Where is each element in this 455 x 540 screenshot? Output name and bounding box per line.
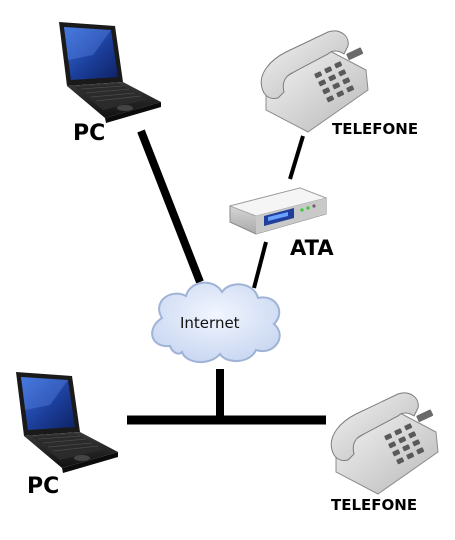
laptop-icon — [58, 21, 162, 124]
ata-label: ATA — [290, 236, 334, 260]
connection-lines — [127, 129, 326, 425]
internet-label: Internet — [180, 314, 240, 332]
telefone-bottom-label: TELEFONE — [331, 496, 418, 514]
link-pc-top-internet — [137, 129, 204, 284]
pc-bottom-label: PC — [27, 474, 60, 499]
pc-top-label: PC — [73, 121, 106, 146]
link-ata-internet — [252, 241, 268, 289]
desk-phone-icon — [260, 30, 369, 133]
laptop-icon — [15, 371, 119, 474]
cloud-icon — [151, 281, 281, 363]
link-telefone-ata — [288, 135, 305, 180]
desk-phone-icon — [330, 392, 439, 495]
ata-adapter-icon — [228, 187, 328, 235]
telefone-top-label: TELEFONE — [332, 120, 419, 138]
